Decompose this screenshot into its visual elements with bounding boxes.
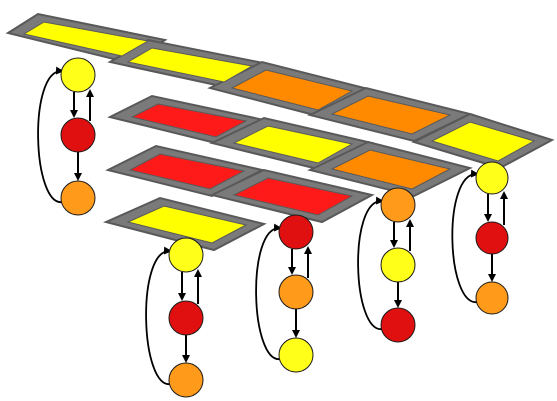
state-node-orange — [278, 274, 314, 310]
grid-cell-red — [232, 177, 354, 216]
state-node-yellow — [60, 57, 96, 93]
grid-cell-red — [130, 103, 248, 138]
state-node-yellow — [380, 247, 416, 283]
grid-cell-orange — [330, 149, 452, 190]
grid-cell-yellow — [22, 21, 150, 57]
state-node-orange — [380, 187, 416, 223]
state-node-orange — [475, 281, 509, 315]
transition-loop-arrow — [145, 246, 172, 385]
transition-loop-arrow — [451, 169, 479, 303]
grid-cell-yellow — [126, 205, 248, 244]
grid-cells — [22, 21, 536, 244]
state-cycle — [145, 237, 204, 398]
grid-cell-yellow — [430, 121, 536, 162]
state-cycle — [451, 161, 509, 315]
state-node-yellow — [475, 161, 509, 195]
grid-cell-yellow — [232, 125, 354, 164]
transition-loop-arrow — [357, 196, 384, 330]
state-node-yellow — [168, 237, 204, 273]
state-cycle — [255, 214, 314, 373]
state-cycle — [37, 57, 96, 216]
state-cycles — [37, 57, 509, 398]
grid-cell-red — [128, 153, 246, 190]
state-node-red — [380, 307, 416, 343]
grid-cell-yellow — [126, 47, 254, 83]
grid-cell-orange — [230, 69, 354, 111]
state-node-orange — [60, 180, 96, 216]
state-node-red — [60, 117, 96, 153]
grid-cell-orange — [330, 95, 452, 135]
state-node-orange — [168, 362, 204, 398]
state-node-yellow — [278, 337, 314, 373]
transition-loop-arrow — [255, 223, 282, 360]
state-cycle — [357, 187, 416, 343]
state-node-red — [168, 300, 204, 336]
state-node-red — [475, 221, 509, 255]
transition-loop-arrow — [37, 66, 64, 203]
state-node-red — [278, 214, 314, 250]
